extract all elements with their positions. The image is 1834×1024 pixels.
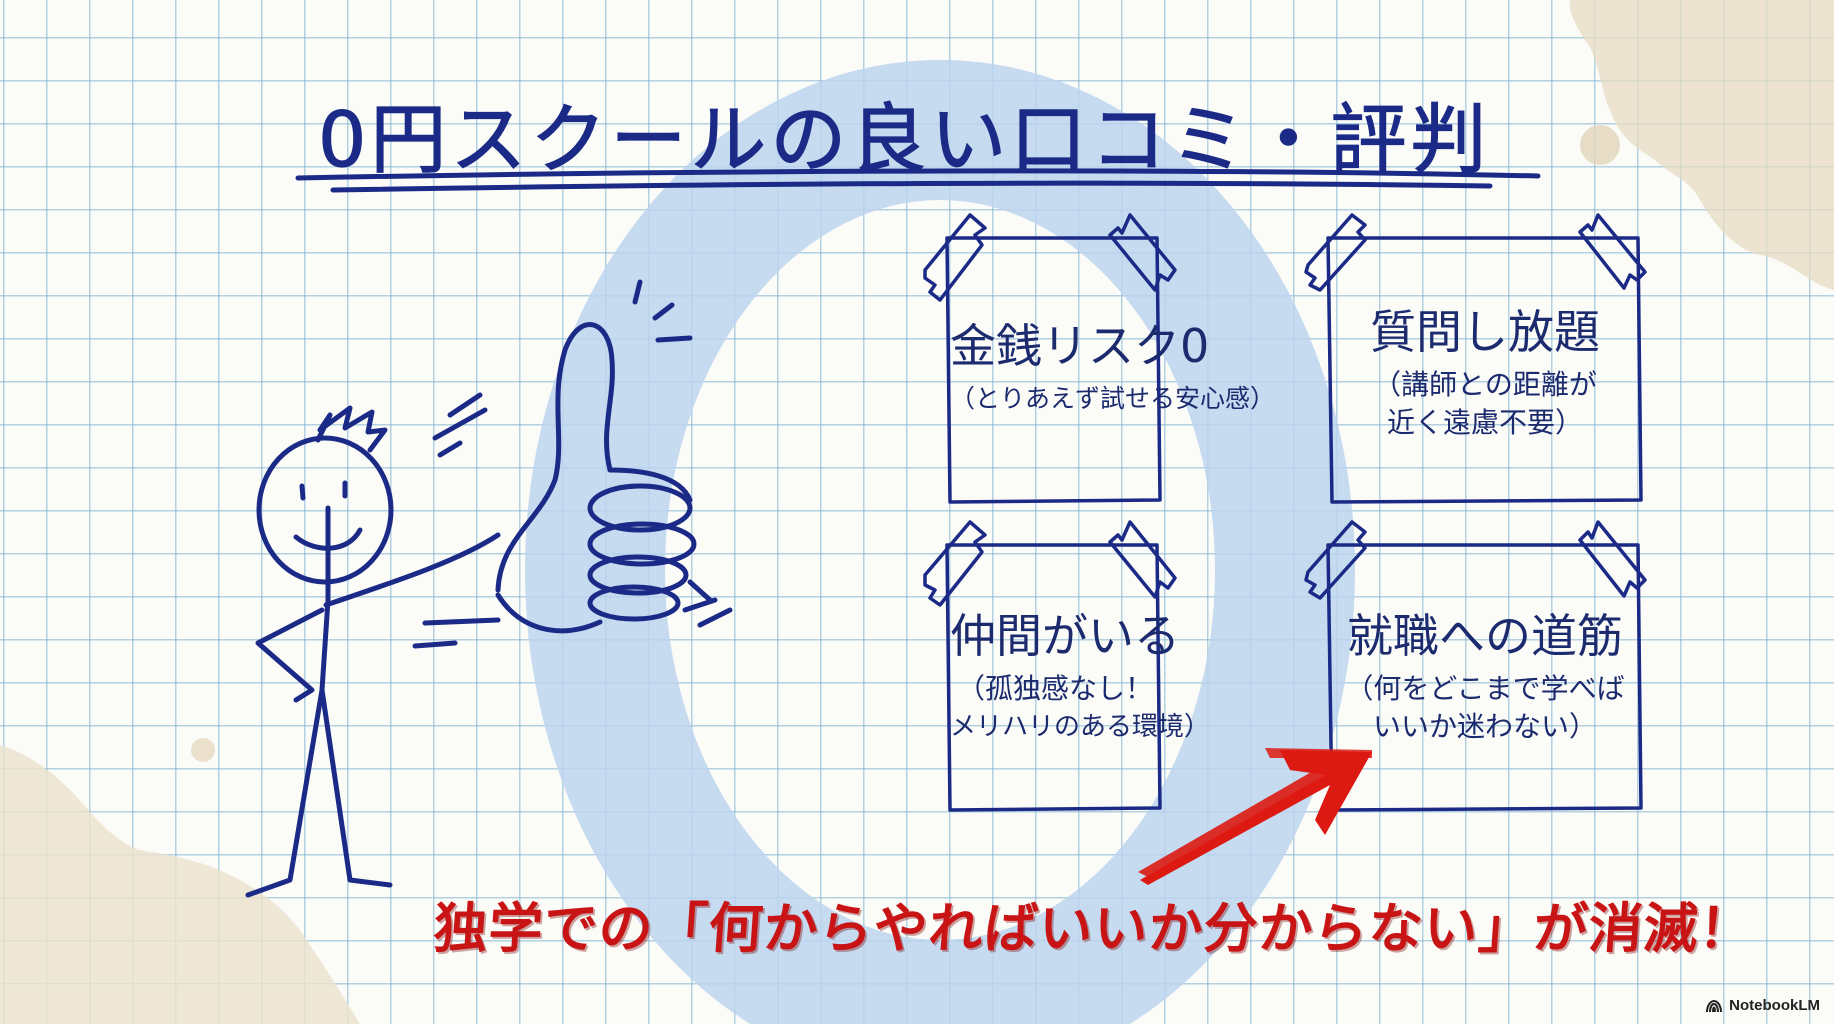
- card-subtitle-line-1: （何をどこまで学べば: [1345, 672, 1625, 705]
- card-subtitle-line-1: （講師との距離が: [1373, 368, 1597, 401]
- card-title: 質問し放題: [1370, 305, 1600, 359]
- card-unlimited-questions: 質問し放題 （講師との距離が 近く遠慮不要）: [1332, 304, 1638, 442]
- notebooklm-logo-icon: [1706, 999, 1723, 1012]
- card-title: 就職への道筋: [1347, 609, 1623, 663]
- card-title: 仲間がいる: [950, 609, 1180, 663]
- card-career-path: 就職への道筋 （何をどこまで学べば いいか迷わない）: [1332, 608, 1638, 746]
- card-subtitle-line-2: 近く遠慮不要）: [1386, 406, 1583, 439]
- card-subtitle-line-2: いいか迷わない）: [1372, 710, 1597, 743]
- notebooklm-watermark: NotebookLM: [1705, 997, 1820, 1014]
- brand-label: NotebookLM: [1729, 997, 1820, 1014]
- card-subtitle-line-1: （孤独感なし！: [956, 672, 1153, 705]
- conclusion-banner: 独学での「何からやればいいか分からない」が消滅！: [431, 897, 1756, 960]
